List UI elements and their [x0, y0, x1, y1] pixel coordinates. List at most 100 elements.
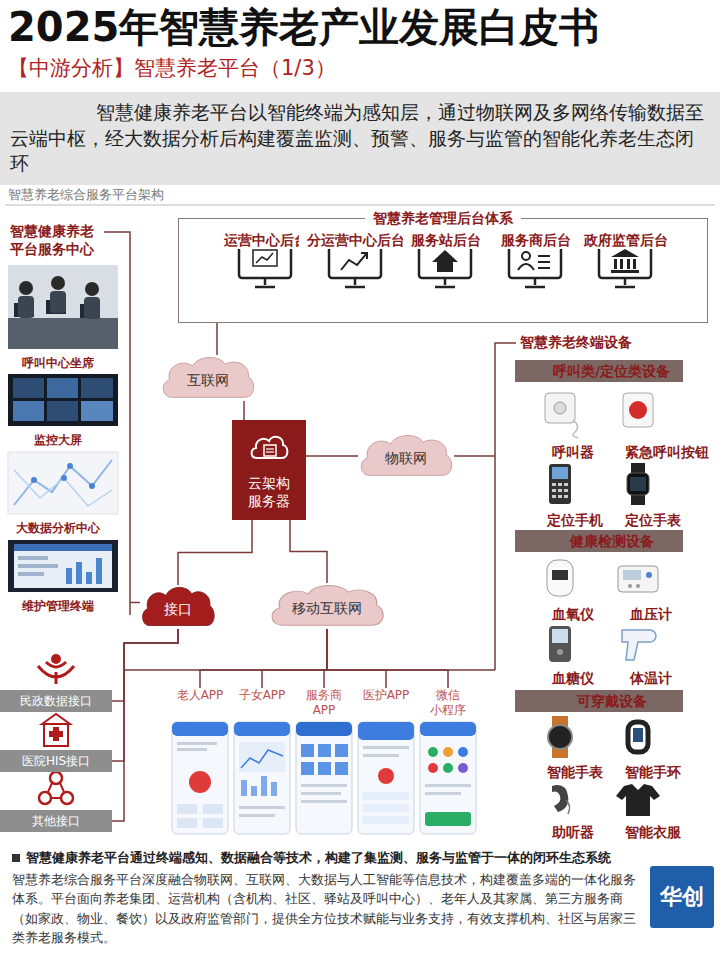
- app-screenshot: [378, 768, 394, 784]
- connector: [112, 629, 178, 701]
- backend-icon: [444, 278, 447, 285]
- device-item: 定位手机: [522, 462, 598, 530]
- interface-icon: [60, 783, 64, 792]
- cloud-outline: [361, 436, 451, 476]
- photo: [14, 544, 112, 551]
- backend-icon: [361, 253, 367, 259]
- intro-band: 智慧健康养老平台以智能终端为感知层，通过物联网及多网络传输数据至云端中枢，经大数…: [0, 92, 720, 185]
- app-item: 子女APP: [233, 688, 291, 703]
- photo: [61, 475, 67, 481]
- category-band: 健康检测设备: [515, 530, 683, 552]
- backend-icon: [341, 253, 367, 270]
- backend-icon: [518, 264, 534, 270]
- backend-icon: [239, 244, 291, 278]
- device-picture: [552, 467, 568, 479]
- device-picture: [622, 630, 656, 660]
- node-text: 定位手机: [522, 510, 598, 530]
- interface-icon: [48, 783, 52, 792]
- node-text: 子女APP: [233, 688, 291, 703]
- app-screenshot: [241, 750, 283, 768]
- device-picture: [623, 570, 641, 580]
- interface-band: 其他接口: [0, 810, 112, 832]
- node-text: 接口: [164, 601, 192, 619]
- device-picture: [636, 584, 640, 588]
- backend-icon: [522, 252, 530, 260]
- app-screenshot: [363, 754, 399, 757]
- node-text: 智慧健康养老平台服务中心: [5, 220, 100, 258]
- device-picture: [545, 393, 575, 423]
- photo: [13, 401, 44, 421]
- node-text: 云架构服务器: [244, 474, 294, 510]
- backend-icon: [624, 278, 627, 285]
- backend-icon: [264, 278, 267, 285]
- app-screenshot: [363, 816, 409, 824]
- backend-icon: [633, 259, 636, 269]
- node-text: 血压计: [600, 604, 676, 624]
- app-screenshot: [239, 814, 275, 817]
- category-band: 可穿戴设备: [515, 690, 683, 712]
- backend-icon: [253, 250, 277, 266]
- app-screenshot: [301, 762, 314, 775]
- app-screenshot: [363, 804, 409, 812]
- node-text: 血氧仪: [522, 604, 598, 624]
- node-text: 移动互联网: [292, 600, 362, 618]
- app-screenshot: [458, 747, 468, 757]
- photo: [14, 544, 112, 588]
- device-picture: [554, 402, 566, 414]
- app-screenshot: [261, 776, 267, 796]
- backend-icon: [611, 249, 639, 257]
- connector: [178, 520, 252, 585]
- app-screenshot: [241, 780, 247, 796]
- device-picture: [548, 725, 572, 749]
- photo: [19, 281, 33, 295]
- device-item: 血压计: [600, 556, 676, 624]
- node-text: 大数据分析中心: [8, 518, 103, 536]
- node-text: 物联网: [385, 450, 427, 468]
- node-text: 呼叫类/定位类设备: [528, 361, 670, 381]
- device-picture: [552, 489, 556, 492]
- photo: [18, 296, 34, 318]
- backend-icon: [435, 286, 455, 289]
- node-text: 服务商 APP: [295, 688, 353, 718]
- backend-icon: [538, 267, 550, 269]
- interface-icon: [51, 654, 61, 664]
- cloud-outline: [272, 586, 383, 626]
- backend-icon: [239, 244, 651, 287]
- device-item: 血糖仪: [522, 624, 598, 688]
- app-screenshot: [296, 722, 352, 736]
- device-picture: [628, 722, 648, 752]
- caption-heading: 智慧健康养老平台通过终端感知、数据融合等技术，构建了集监测、服务与监管于一体的闭…: [26, 849, 715, 867]
- photo: [67, 463, 73, 469]
- photo: [18, 572, 44, 576]
- network-cloud: 移动互联网: [268, 583, 386, 629]
- connector: [327, 629, 448, 688]
- photo-item: 维护管理终端: [8, 540, 118, 614]
- photo: [8, 318, 118, 349]
- device-picture: [627, 473, 649, 495]
- app-screenshot: [177, 742, 217, 745]
- app-screenshot: [443, 747, 453, 757]
- backend-icon: [432, 250, 458, 262]
- app-screenshot: [203, 804, 223, 814]
- photo: [31, 477, 37, 483]
- device-item: 智能手环: [600, 716, 676, 782]
- device-picture: [564, 489, 568, 492]
- photo: [18, 564, 58, 568]
- photo: [14, 460, 112, 505]
- photo: [13, 378, 44, 398]
- photo: [85, 282, 99, 296]
- device-item: 智能手表: [522, 716, 598, 782]
- app-screenshot: [251, 786, 257, 796]
- node-text: 监控大屏: [8, 430, 103, 448]
- node-text: 智能衣服: [600, 822, 676, 842]
- connector: [200, 629, 327, 688]
- backend-item: 服务商后台: [492, 241, 580, 297]
- photo: [89, 483, 95, 489]
- photo: [8, 265, 118, 349]
- network-cloud: 互联网: [160, 355, 256, 401]
- node-text: 互联网: [187, 372, 229, 390]
- backend-icon: [256, 253, 273, 263]
- photo: [84, 297, 100, 319]
- app-screenshot: [177, 818, 197, 828]
- section-label: 智慧养老综合服务平台架构: [8, 187, 164, 203]
